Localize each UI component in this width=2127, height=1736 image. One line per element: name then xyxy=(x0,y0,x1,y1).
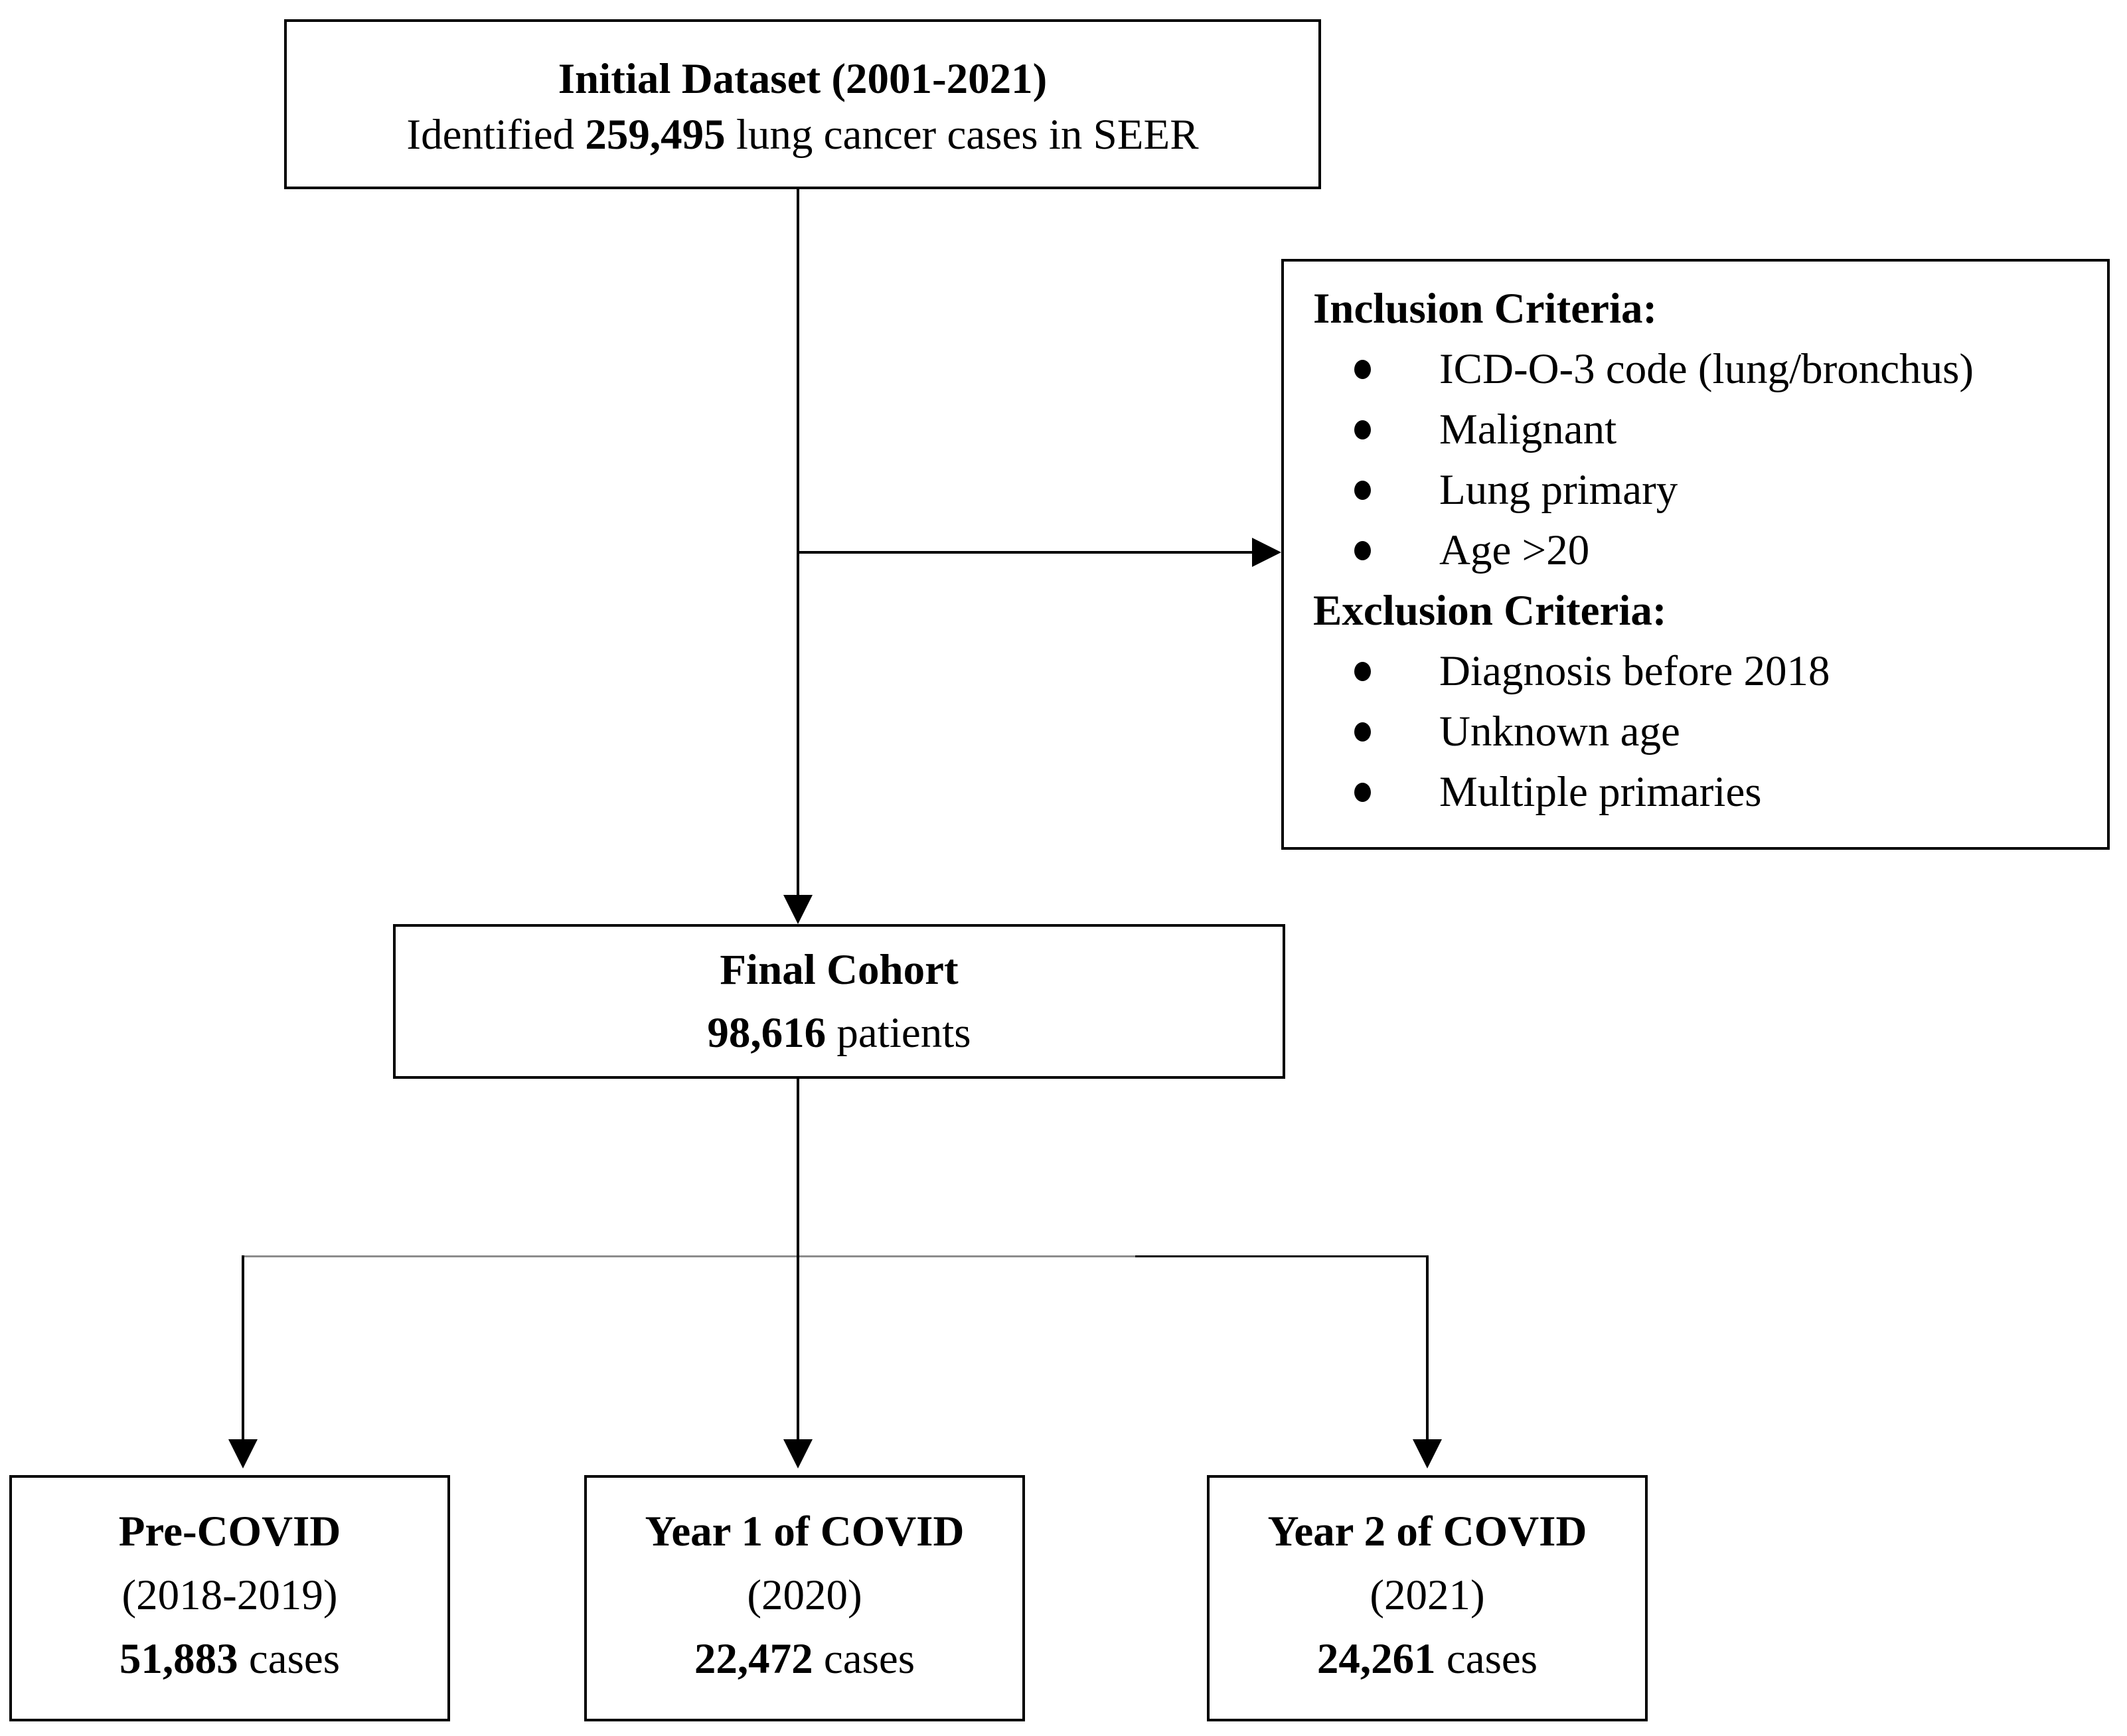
inclusion-item-label: ICD-O-3 code (lung/bronchus) xyxy=(1439,345,1974,393)
inclusion-item: Malignant xyxy=(1313,400,2091,460)
covid-year1-count-suffix: cases xyxy=(813,1634,915,1683)
covid-year2-title: Year 2 of COVID xyxy=(1267,1507,1587,1555)
bullet-icon xyxy=(1354,360,1371,379)
bullet-icon xyxy=(1354,541,1371,560)
covid-year2-count-suffix: cases xyxy=(1435,1634,1538,1683)
exclusion-item: Diagnosis before 2018 xyxy=(1313,641,2091,702)
exclusion-criteria-header: Exclusion Criteria: xyxy=(1313,587,1667,635)
exclusion-item: Unknown age xyxy=(1313,702,2091,762)
pre-covid-title: Pre-COVID xyxy=(118,1507,341,1555)
pre-covid-count-line: 51,883 cases xyxy=(119,1627,340,1691)
criteria-box: Inclusion Criteria: ICD-O-3 code (lung/b… xyxy=(1281,259,2110,850)
final-cohort-title: Final Cohort xyxy=(720,945,959,994)
arrowhead-down-year2-icon xyxy=(1413,1439,1442,1468)
exclusion-item-label: Multiple primaries xyxy=(1439,768,1762,816)
exclusion-item-label: Diagnosis before 2018 xyxy=(1439,647,1830,695)
pre-covid-count: 51,883 xyxy=(119,1634,238,1683)
bullet-icon xyxy=(1354,420,1371,439)
initial-case-count: 259,495 xyxy=(585,111,726,159)
initial-dataset-title: Initial Dataset (2001-2021) xyxy=(558,55,1048,103)
final-cohort-count-suffix: patients xyxy=(826,1008,971,1057)
arrowhead-right-criteria-icon xyxy=(1252,538,1281,567)
inclusion-criteria-header: Inclusion Criteria: xyxy=(1313,285,1658,333)
bullet-icon xyxy=(1354,662,1371,681)
pre-covid-period: (2018-2019) xyxy=(121,1571,338,1619)
covid-year1-title: Year 1 of COVID xyxy=(645,1507,965,1555)
branch-horizontal-line-right xyxy=(1135,1255,1429,1257)
final-cohort-count: 98,616 xyxy=(707,1008,827,1057)
initial-dataset-subtitle: Identified 259,495 lung cancer cases in … xyxy=(406,107,1198,163)
covid-year2-box: Year 2 of COVID (2021) 24,261 cases xyxy=(1207,1475,1648,1721)
exclusion-item: Multiple primaries xyxy=(1313,762,2091,823)
covid-year1-box: Year 1 of COVID (2020) 22,472 cases xyxy=(584,1475,1025,1721)
bullet-icon xyxy=(1354,481,1371,500)
arrowhead-down-precovid-icon xyxy=(228,1439,258,1468)
pre-covid-count-suffix: cases xyxy=(238,1634,341,1683)
final-cohort-count-line: 98,616 patients xyxy=(707,1002,971,1065)
subtitle-suffix: lung cancer cases in SEER xyxy=(725,111,1199,159)
final-cohort-box: Final Cohort 98,616 patients xyxy=(393,924,1285,1079)
covid-year2-period: (2021) xyxy=(1370,1571,1485,1619)
arrowhead-down-year1-icon xyxy=(783,1439,813,1468)
inclusion-item-label: Malignant xyxy=(1439,406,1617,453)
exclusion-item-label: Unknown age xyxy=(1439,708,1680,755)
bullet-icon xyxy=(1354,783,1371,802)
covid-year2-count-line: 24,261 cases xyxy=(1317,1627,1537,1691)
inclusion-item-label: Lung primary xyxy=(1439,466,1678,514)
bullet-icon xyxy=(1354,722,1371,742)
inclusion-item: Lung primary xyxy=(1313,460,2091,520)
initial-dataset-box: Initial Dataset (2001-2021) Identified 2… xyxy=(284,19,1321,189)
connector-to-criteria xyxy=(798,551,1252,554)
covid-year2-count: 24,261 xyxy=(1316,1634,1436,1683)
pre-covid-box: Pre-COVID (2018-2019) 51,883 cases xyxy=(9,1475,450,1721)
connector-initial-to-final xyxy=(797,189,799,895)
connector-branch-to-year2 xyxy=(1426,1255,1429,1442)
covid-year1-count-line: 22,472 cases xyxy=(694,1627,915,1691)
branch-horizontal-line-left xyxy=(242,1255,1135,1257)
inclusion-item: ICD-O-3 code (lung/bronchus) xyxy=(1313,339,2091,400)
connector-branch-to-year1 xyxy=(797,1255,799,1442)
connector-branch-to-precovid xyxy=(242,1255,244,1442)
arrowhead-down-final-icon xyxy=(783,895,813,924)
inclusion-item: Age >20 xyxy=(1313,520,2091,581)
connector-final-to-branch xyxy=(797,1079,799,1258)
subtitle-prefix: Identified xyxy=(406,111,586,159)
inclusion-item-label: Age >20 xyxy=(1439,526,1590,574)
covid-year1-period: (2020) xyxy=(747,1571,862,1619)
covid-year1-count: 22,472 xyxy=(694,1634,813,1683)
